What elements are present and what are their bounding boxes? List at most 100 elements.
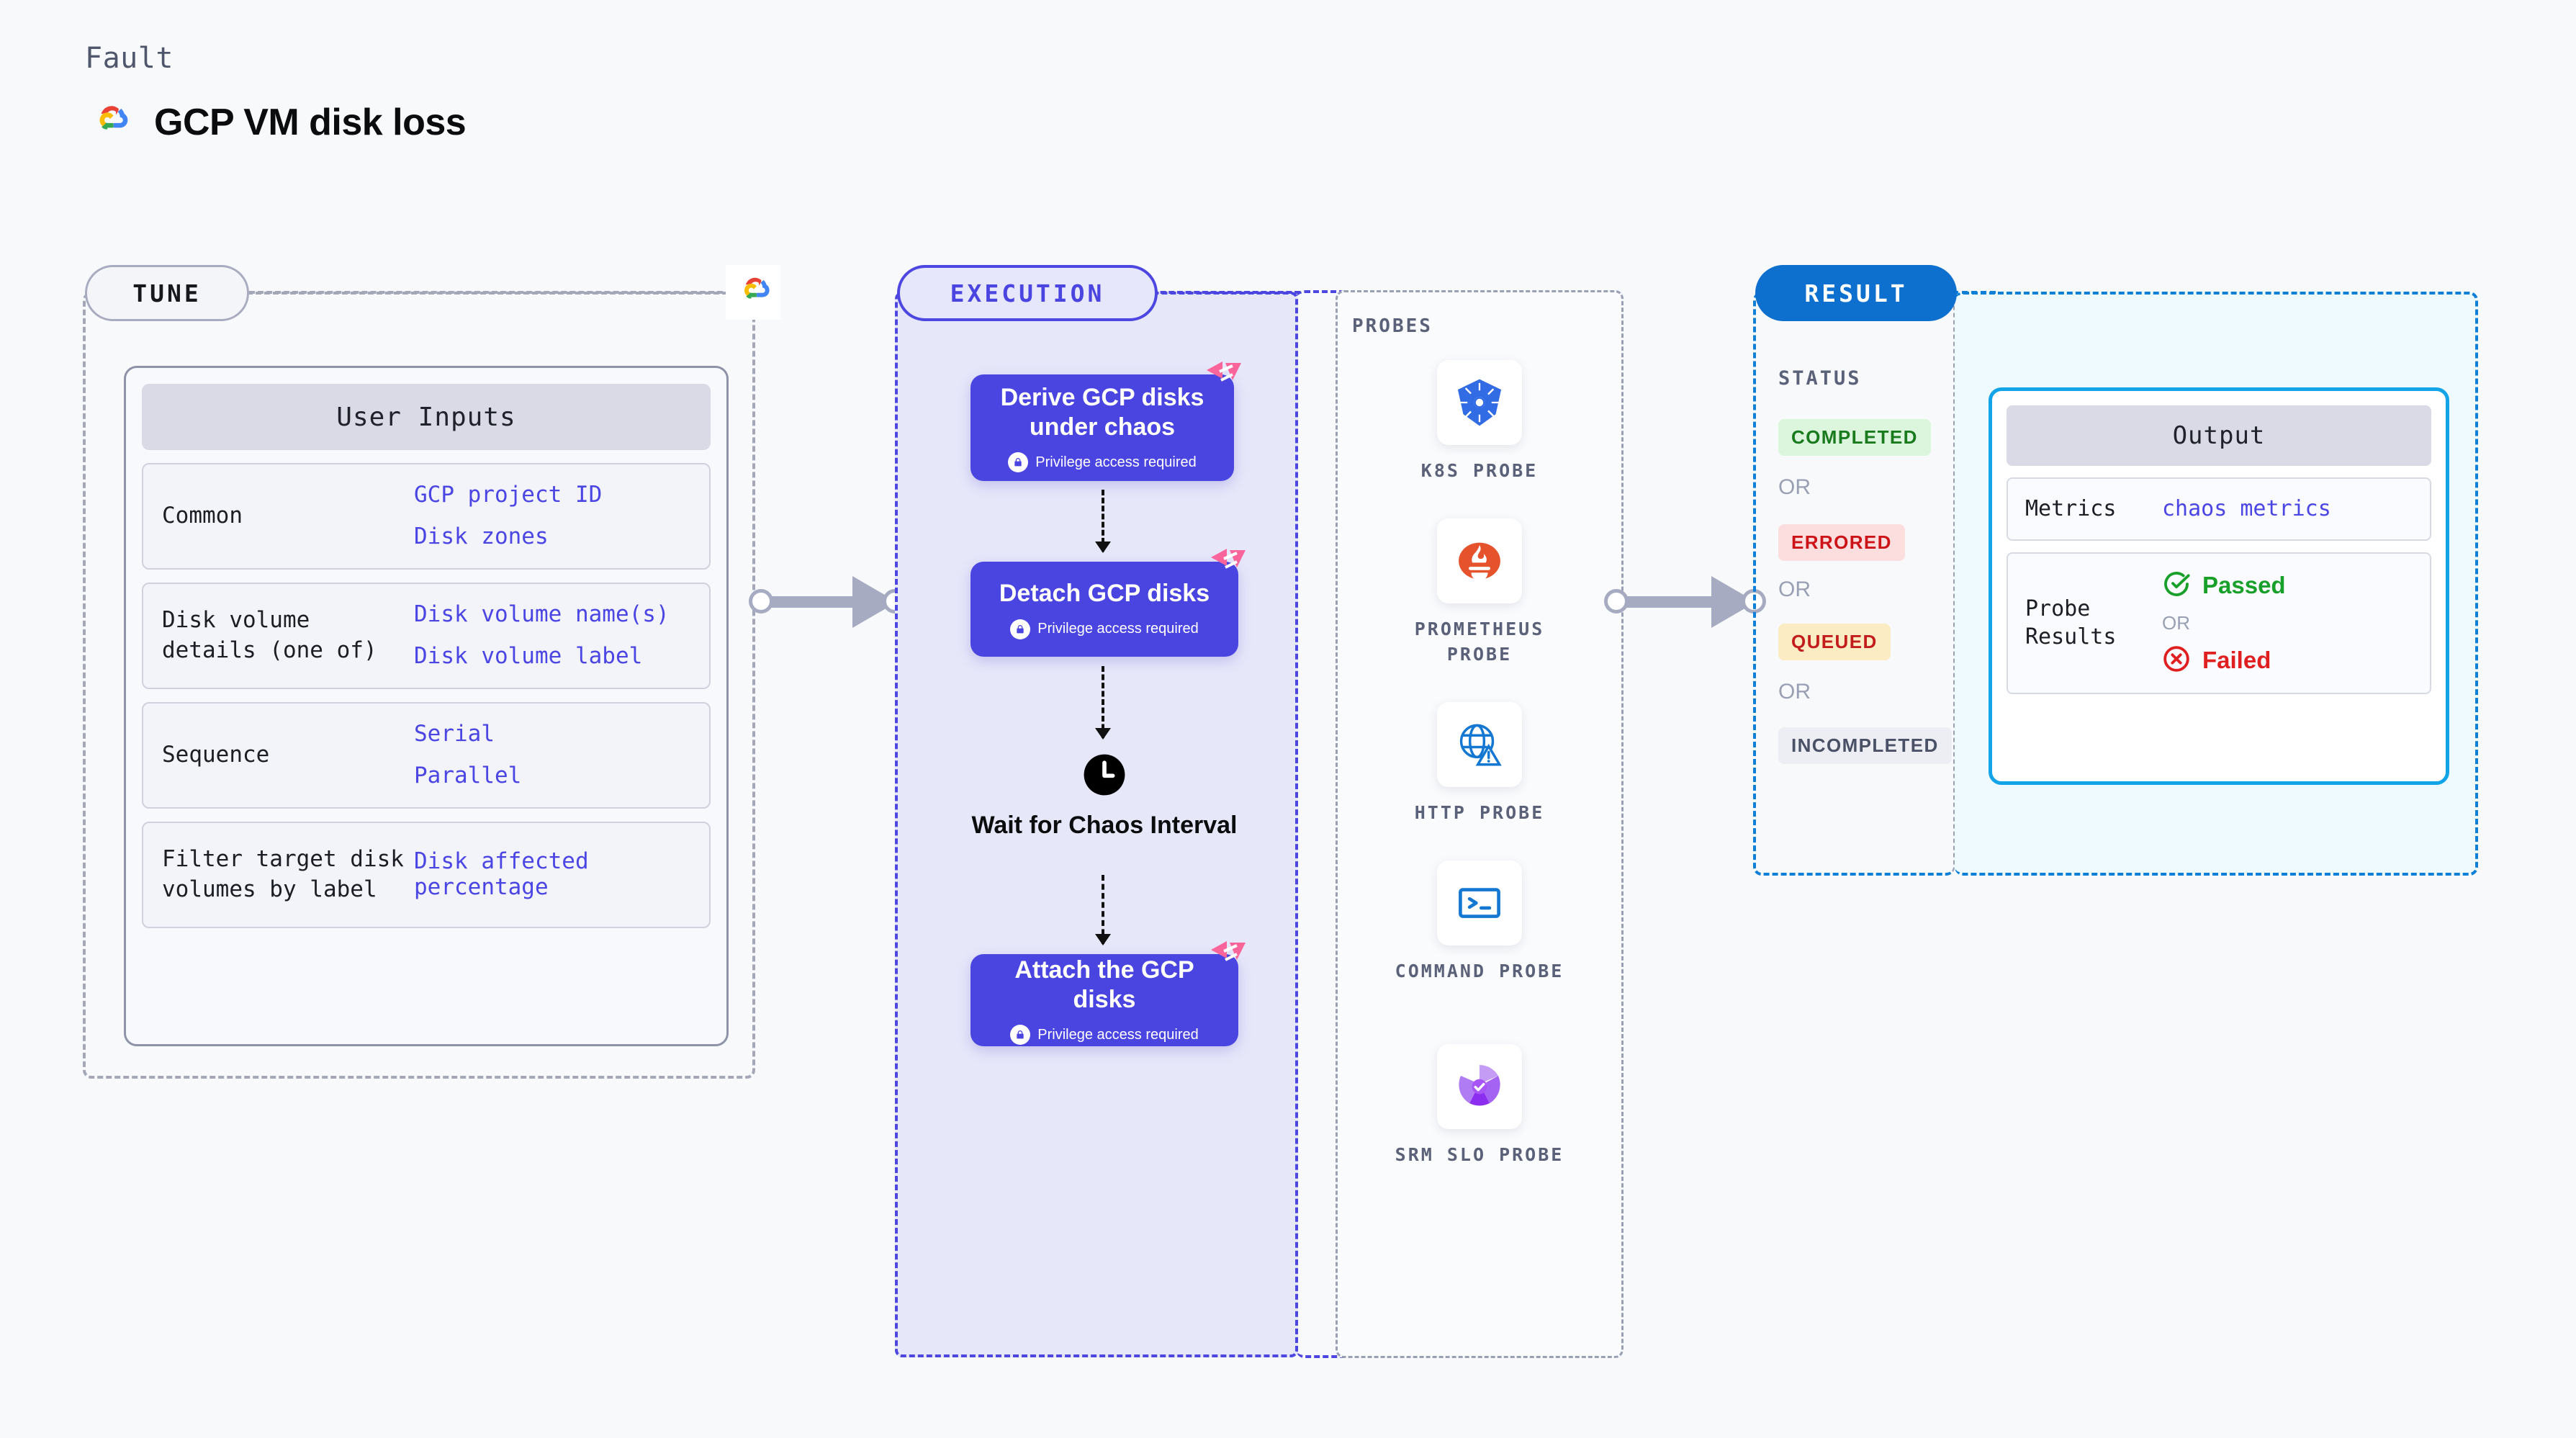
connector-tune-to-execution [749, 562, 907, 641]
arrow-down-icon [1095, 728, 1111, 740]
probe-item[interactable]: COMMAND PROBE [1390, 860, 1570, 984]
wait-for-chaos-interval-node: Wait for Chaos Interval [970, 752, 1238, 840]
probe-label: SRM SLO PROBE [1395, 1144, 1564, 1165]
probe-label: COMMAND PROBE [1395, 961, 1564, 981]
terminal-icon [1437, 860, 1522, 945]
flow-arrow [1095, 666, 1111, 740]
execution-node-subtitle-row: Privilege access required [1008, 452, 1197, 473]
probe-item[interactable]: SRM SLO PROBE [1390, 1044, 1570, 1167]
status-or-label: OR [1778, 475, 1811, 499]
user-input-row: Disk volume details (one of) Disk volume… [142, 583, 711, 689]
tune-dashed-connector [249, 291, 740, 294]
user-input-label: Filter target disk volumes by label [162, 846, 404, 902]
prometheus-icon [1437, 518, 1522, 603]
x-circle-icon [2162, 644, 2191, 677]
probe-label: HTTP PROBE [1414, 802, 1545, 823]
connector-dot-left [749, 589, 773, 614]
kubernetes-icon [1437, 360, 1522, 445]
status-badge-incompleted: INCOMPLETED [1778, 727, 1952, 764]
status-badge-errored: ERRORED [1778, 524, 1905, 561]
lock-icon [1010, 619, 1031, 639]
arrow-down-icon [1095, 934, 1111, 945]
lock-icon [1010, 1025, 1031, 1046]
execution-node-subtitle: Privilege access required [1037, 1026, 1199, 1043]
user-input-value[interactable]: Serial [414, 721, 495, 747]
page-kicker: Fault [85, 42, 174, 75]
user-input-value[interactable]: Disk volume label [414, 643, 643, 669]
lock-icon [1008, 452, 1029, 473]
page-title: GCP VM disk loss [154, 102, 467, 143]
probe-result-failed-label: Failed [2202, 647, 2271, 674]
probe-result-failed: Failed [2162, 644, 2286, 677]
execution-pill[interactable]: EXECUTION [897, 265, 1158, 321]
srm-slo-icon [1437, 1044, 1522, 1129]
status-badge-queued: QUEUED [1778, 624, 1891, 660]
execution-node[interactable]: Derive GCP disks under chaos Privilege a… [970, 361, 1241, 481]
user-input-value[interactable]: Disk zones [414, 523, 549, 549]
harness-flag-icon [1211, 549, 1246, 569]
user-input-value[interactable]: Disk affected percentage [414, 848, 589, 900]
output-metrics-value[interactable]: chaos metrics [2162, 496, 2331, 522]
flow-arrow-line [1102, 875, 1104, 944]
execution-node-subtitle: Privilege access required [1035, 454, 1197, 470]
probe-result-passed-label: Passed [2202, 572, 2286, 599]
probe-item[interactable]: K8S PROBE [1390, 360, 1570, 483]
probe-item[interactable]: HTTP PROBE [1390, 702, 1570, 825]
user-input-value[interactable]: Parallel [414, 763, 522, 788]
gcp-logo-icon [85, 102, 134, 143]
probes-title: PROBES [1352, 315, 1433, 337]
probe-result-passed: Passed [2162, 570, 2286, 602]
user-inputs-title: User Inputs [142, 384, 711, 450]
output-title: Output [2007, 405, 2431, 466]
user-input-label: Common [162, 503, 243, 529]
output-probe-results-label: Probe Results [2025, 596, 2117, 650]
harness-flag-icon [1207, 361, 1241, 382]
execution-dashed-connector [1152, 291, 1300, 294]
status-or-label: OR [1778, 578, 1811, 601]
result-pill[interactable]: RESULT [1755, 265, 1957, 321]
connector-dot-left [1604, 589, 1629, 614]
execution-node-subtitle: Privilege access required [1037, 621, 1199, 637]
user-input-row: Common GCP project ID Disk zones [142, 463, 711, 570]
wait-node-label: Wait for Chaos Interval [971, 812, 1238, 839]
output-card: Output Metrics chaos metrics Probe Resul… [1989, 387, 2449, 785]
execution-node-subtitle-row: Privilege access required [1010, 1025, 1199, 1046]
user-input-label: Sequence [162, 742, 270, 768]
flow-arrow-line [1102, 490, 1104, 552]
status-or-label: OR [1778, 680, 1811, 704]
user-input-label: Disk volume details (one of) [162, 607, 377, 663]
probe-result-or-label: OR [2162, 611, 2190, 634]
user-input-value[interactable]: Disk volume name(s) [414, 601, 670, 628]
status-title: STATUS [1778, 367, 1862, 390]
probe-label: K8S PROBE [1420, 460, 1539, 481]
execution-node-title: Derive GCP disks under chaos [1000, 383, 1204, 441]
execution-node-title: Attach the GCP disks [1014, 956, 1194, 1013]
flow-arrow [1095, 490, 1111, 553]
user-input-row: Filter target disk volumes by label Disk… [142, 822, 711, 928]
output-metrics-label: Metrics [2025, 496, 2117, 521]
execution-node-title: Detach GCP disks [999, 580, 1210, 608]
status-badge-completed: COMPLETED [1778, 419, 1931, 456]
check-circle-icon [2162, 570, 2191, 602]
output-probe-results-row: Probe Results Passed OR [2007, 552, 2431, 694]
connector-execution-to-result [1604, 562, 1766, 641]
execution-node[interactable]: Attach the GCP disks Privilege access re… [970, 941, 1246, 1046]
clock-icon [1082, 752, 1127, 801]
probe-item[interactable]: PROMETHEUS PROBE [1390, 518, 1570, 667]
http-globe-warning-icon [1437, 702, 1522, 787]
output-metrics-row: Metrics chaos metrics [2007, 477, 2431, 541]
probes-region [1336, 290, 1623, 1358]
user-input-row: Sequence Serial Parallel [142, 702, 711, 809]
flow-arrow-line [1102, 666, 1104, 738]
tune-pill[interactable]: TUNE [85, 265, 249, 321]
execution-node[interactable]: Detach GCP disks Privilege access requir… [970, 549, 1246, 657]
tune-gcp-badge-icon [726, 265, 780, 320]
harness-flag-icon [1211, 941, 1246, 961]
flow-arrow [1095, 875, 1111, 945]
result-dashed-connector [1953, 291, 1996, 294]
page-header: GCP VM disk loss [85, 101, 467, 144]
arrow-down-icon [1095, 542, 1111, 553]
execution-node-subtitle-row: Privilege access required [1010, 619, 1199, 639]
user-input-value[interactable]: GCP project ID [414, 482, 603, 508]
